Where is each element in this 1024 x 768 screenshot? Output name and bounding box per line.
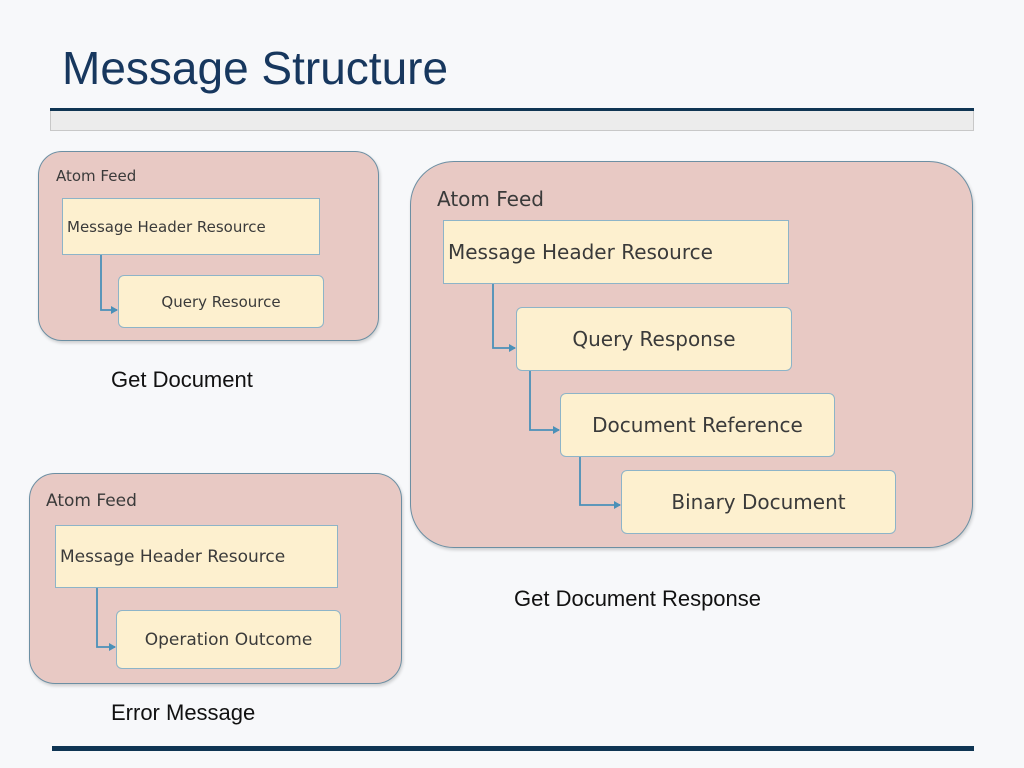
message-header-get-document: Message Header Resource — [62, 198, 320, 255]
operation-outcome-node: Operation Outcome — [116, 610, 341, 669]
feed-label-get-document: Atom Feed — [56, 167, 137, 185]
query-response-node: Query Response — [516, 307, 792, 371]
header-band — [50, 111, 974, 131]
slide-title: Message Structure — [62, 42, 449, 94]
caption-get-document: Get Document — [111, 367, 253, 392]
message-header-get-document-response: Message Header Resource — [443, 220, 789, 284]
document-reference-node: Document Reference — [560, 393, 835, 457]
caption-get-document-response: Get Document Response — [514, 586, 762, 611]
title-divider — [50, 108, 974, 111]
message-header-error-message: Message Header Resource — [55, 525, 338, 588]
footer-divider — [52, 746, 974, 751]
caption-error-message: Error Message — [111, 700, 256, 725]
binary-document-node: Binary Document — [621, 470, 896, 534]
feed-label-get-document-response: Atom Feed — [437, 187, 544, 211]
feed-label-error-message: Atom Feed — [46, 491, 137, 511]
query-resource-node: Query Resource — [118, 275, 324, 328]
